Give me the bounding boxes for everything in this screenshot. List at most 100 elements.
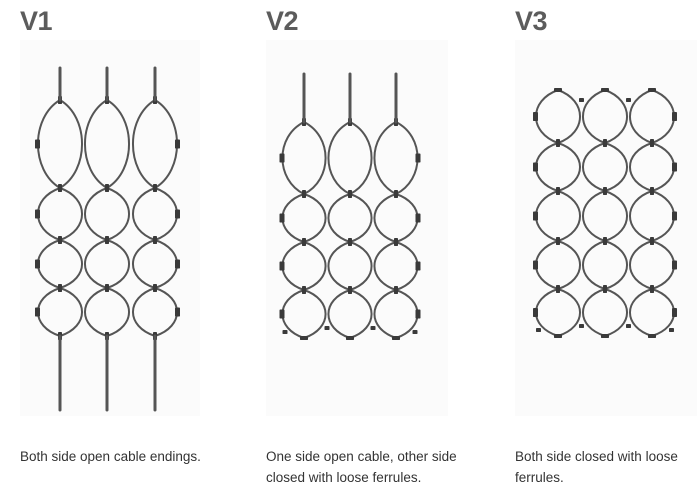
cable-strand (131, 187, 156, 241)
ferrule-icon (279, 309, 285, 319)
cable-strand (349, 289, 373, 339)
cable-strand (534, 240, 559, 290)
variant-v2: V2 One side open cable, other side close… (248, 0, 478, 500)
ferrule-icon (412, 330, 418, 334)
ferrule-icon (175, 259, 180, 269)
cable-strand (581, 190, 606, 242)
ferrule-icon (554, 334, 562, 338)
cable-strand (651, 89, 676, 144)
ferrule-icon (392, 336, 400, 340)
variant-v3: V3 Both side closed with loose ferrules. (497, 0, 700, 500)
ferrule-icon (672, 112, 677, 121)
ferrule-icon (626, 324, 631, 328)
cable-strand (83, 287, 108, 337)
ferrule-icon (556, 187, 560, 195)
cable-strand (557, 240, 582, 290)
cable-strand (581, 240, 606, 290)
ferrule-icon (603, 139, 607, 147)
ferrule-icon (153, 184, 157, 192)
cable-strand (373, 121, 397, 195)
ferrule-icon (648, 334, 656, 338)
ferrule-icon (58, 236, 62, 244)
ferrule-icon (105, 236, 109, 244)
cable-strand (59, 99, 84, 189)
cable-strand (36, 187, 61, 241)
cable-strand (59, 239, 84, 289)
cable-strand (534, 89, 559, 144)
cable-strand (131, 239, 156, 289)
cable-strand (581, 142, 606, 192)
cable-strand (131, 99, 156, 189)
ferrule-icon (533, 211, 538, 221)
cable-strand (83, 99, 108, 189)
ferrule-icon (650, 187, 654, 195)
variant-v1: V1 Both side open cable endings. (0, 0, 230, 500)
cable-strand (349, 193, 373, 243)
ferrule-icon (536, 328, 541, 332)
mesh-panel (515, 40, 697, 416)
ferrule-icon (35, 209, 40, 219)
ferrule-icon (153, 236, 157, 244)
variant-caption: Both side open cable endings. (20, 449, 201, 464)
ferrule-icon (603, 237, 607, 245)
ferrule-icon (300, 336, 308, 340)
variant-title: V1 (20, 6, 53, 36)
ferrule-icon (672, 211, 677, 221)
cable-strand (106, 187, 131, 241)
ferrule-icon (601, 334, 609, 338)
ferrule-icon (346, 336, 354, 340)
ferrule-icon (556, 285, 560, 293)
cable-strand (557, 288, 582, 337)
cable-strand (154, 239, 179, 289)
cable-strand (604, 190, 629, 242)
ferrule-icon (348, 286, 352, 294)
cable-strand (83, 187, 108, 241)
cable-strand (628, 288, 653, 337)
ferrule-icon (324, 326, 330, 330)
ferrule-icon (58, 184, 62, 192)
cable-strand (303, 121, 327, 195)
cable-strand (651, 142, 676, 192)
ferrule-icon (35, 259, 40, 269)
cable-strand (131, 287, 156, 337)
ferrule-icon (175, 209, 180, 219)
ferrule-icon (348, 238, 352, 246)
mesh-panel (20, 40, 200, 416)
ferrule-icon (556, 237, 560, 245)
cable-strand (534, 190, 559, 242)
ferrule-icon (650, 237, 654, 245)
ferrule-icon (415, 309, 421, 319)
cable-strand (59, 287, 84, 337)
ferrule-icon (282, 330, 288, 334)
ferrule-icon (650, 285, 654, 293)
ferrule-icon (415, 153, 421, 163)
ferrule-icon (533, 112, 538, 121)
cable-strand (303, 193, 327, 243)
ferrule-icon (648, 88, 656, 92)
cable-strand (534, 142, 559, 192)
cable-strand (628, 240, 653, 290)
ferrule-icon (603, 187, 607, 195)
cable-strand (59, 187, 84, 241)
cable-strand (604, 142, 629, 192)
mesh-panel (266, 40, 448, 416)
ferrule-icon (58, 284, 62, 292)
ferrule-icon (279, 261, 285, 271)
cable-strand (36, 287, 61, 337)
ferrule-icon (626, 98, 631, 102)
cable-strand (628, 142, 653, 192)
ferrule-icon (415, 261, 421, 271)
cable-strand (83, 239, 108, 289)
cable-strand (36, 99, 61, 189)
cable-strand (327, 121, 351, 195)
cable-strand (604, 288, 629, 337)
ferrule-icon (533, 260, 538, 270)
cable-strand (557, 190, 582, 242)
cable-strand (327, 241, 351, 291)
ferrule-icon (603, 285, 607, 293)
cable-strand (36, 239, 61, 289)
ferrule-icon (394, 238, 398, 246)
ferrule-icon (669, 328, 674, 332)
ferrule-icon (105, 184, 109, 192)
cable-mesh-diagram (35, 66, 180, 412)
